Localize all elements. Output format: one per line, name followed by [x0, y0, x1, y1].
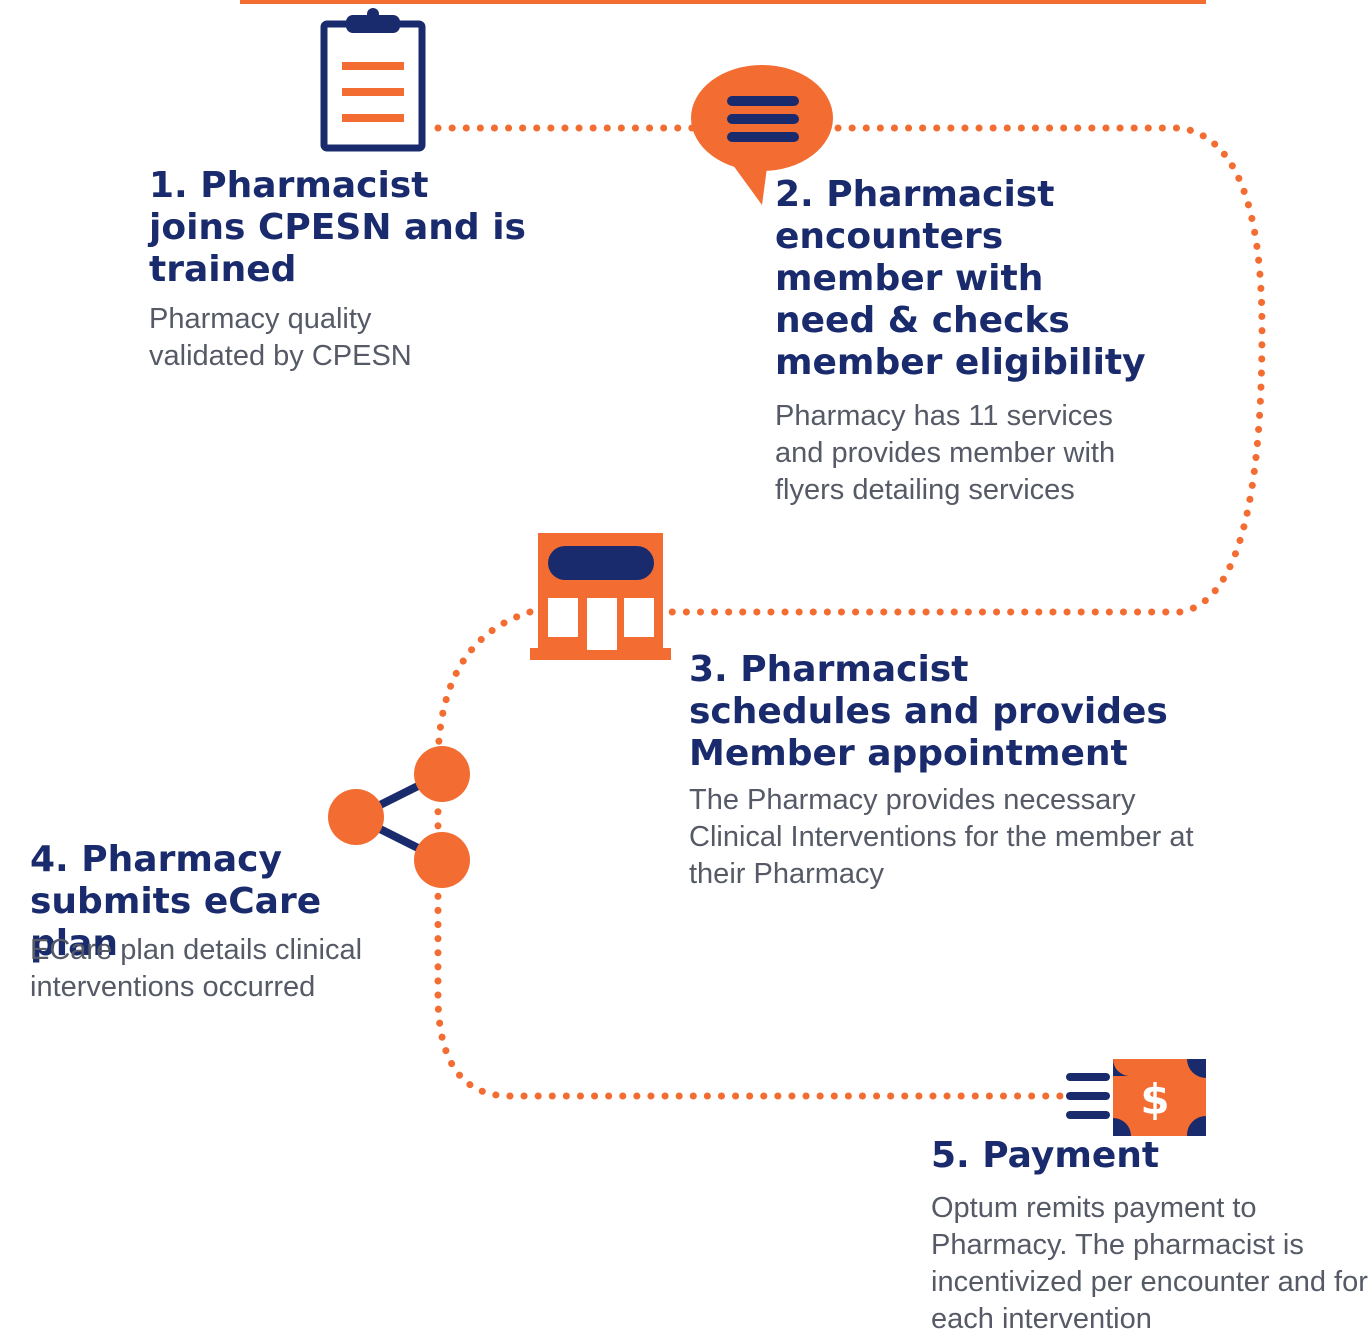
storefront-icon — [530, 533, 671, 660]
step-1-description: Pharmacy quality validated by CPESN — [149, 303, 412, 372]
dollar-bill-icon: $ — [1066, 1059, 1206, 1136]
step-1-title: 1. Pharmacist joins CPESN and is trained — [149, 165, 526, 290]
step-4-description: ECare plan details clinical intervention… — [30, 934, 363, 1003]
step-3-title: 3. Pharmacist schedules and provides Mem… — [689, 649, 1168, 774]
clipboard-icon — [320, 8, 426, 152]
step-3-description: The Pharmacy provides necessary Clinical… — [689, 784, 1194, 890]
speech-bubble-icon — [691, 65, 833, 205]
svg-text:$: $ — [1140, 1075, 1169, 1124]
share-icon — [328, 746, 470, 888]
step-5-description: Optum remits payment to Pharmacy. The ph… — [931, 1192, 1368, 1335]
step-4-title: 4. Pharmacy submits eCare plan — [30, 839, 322, 964]
step-5-title: 5. Payment — [931, 1135, 1160, 1176]
step-2-title: 2. Pharmacist encounters member with nee… — [775, 174, 1146, 383]
dotted-connector-path — [434, 124, 1266, 1100]
step-2-description: Pharmacy has 11 services and provides me… — [775, 400, 1116, 506]
